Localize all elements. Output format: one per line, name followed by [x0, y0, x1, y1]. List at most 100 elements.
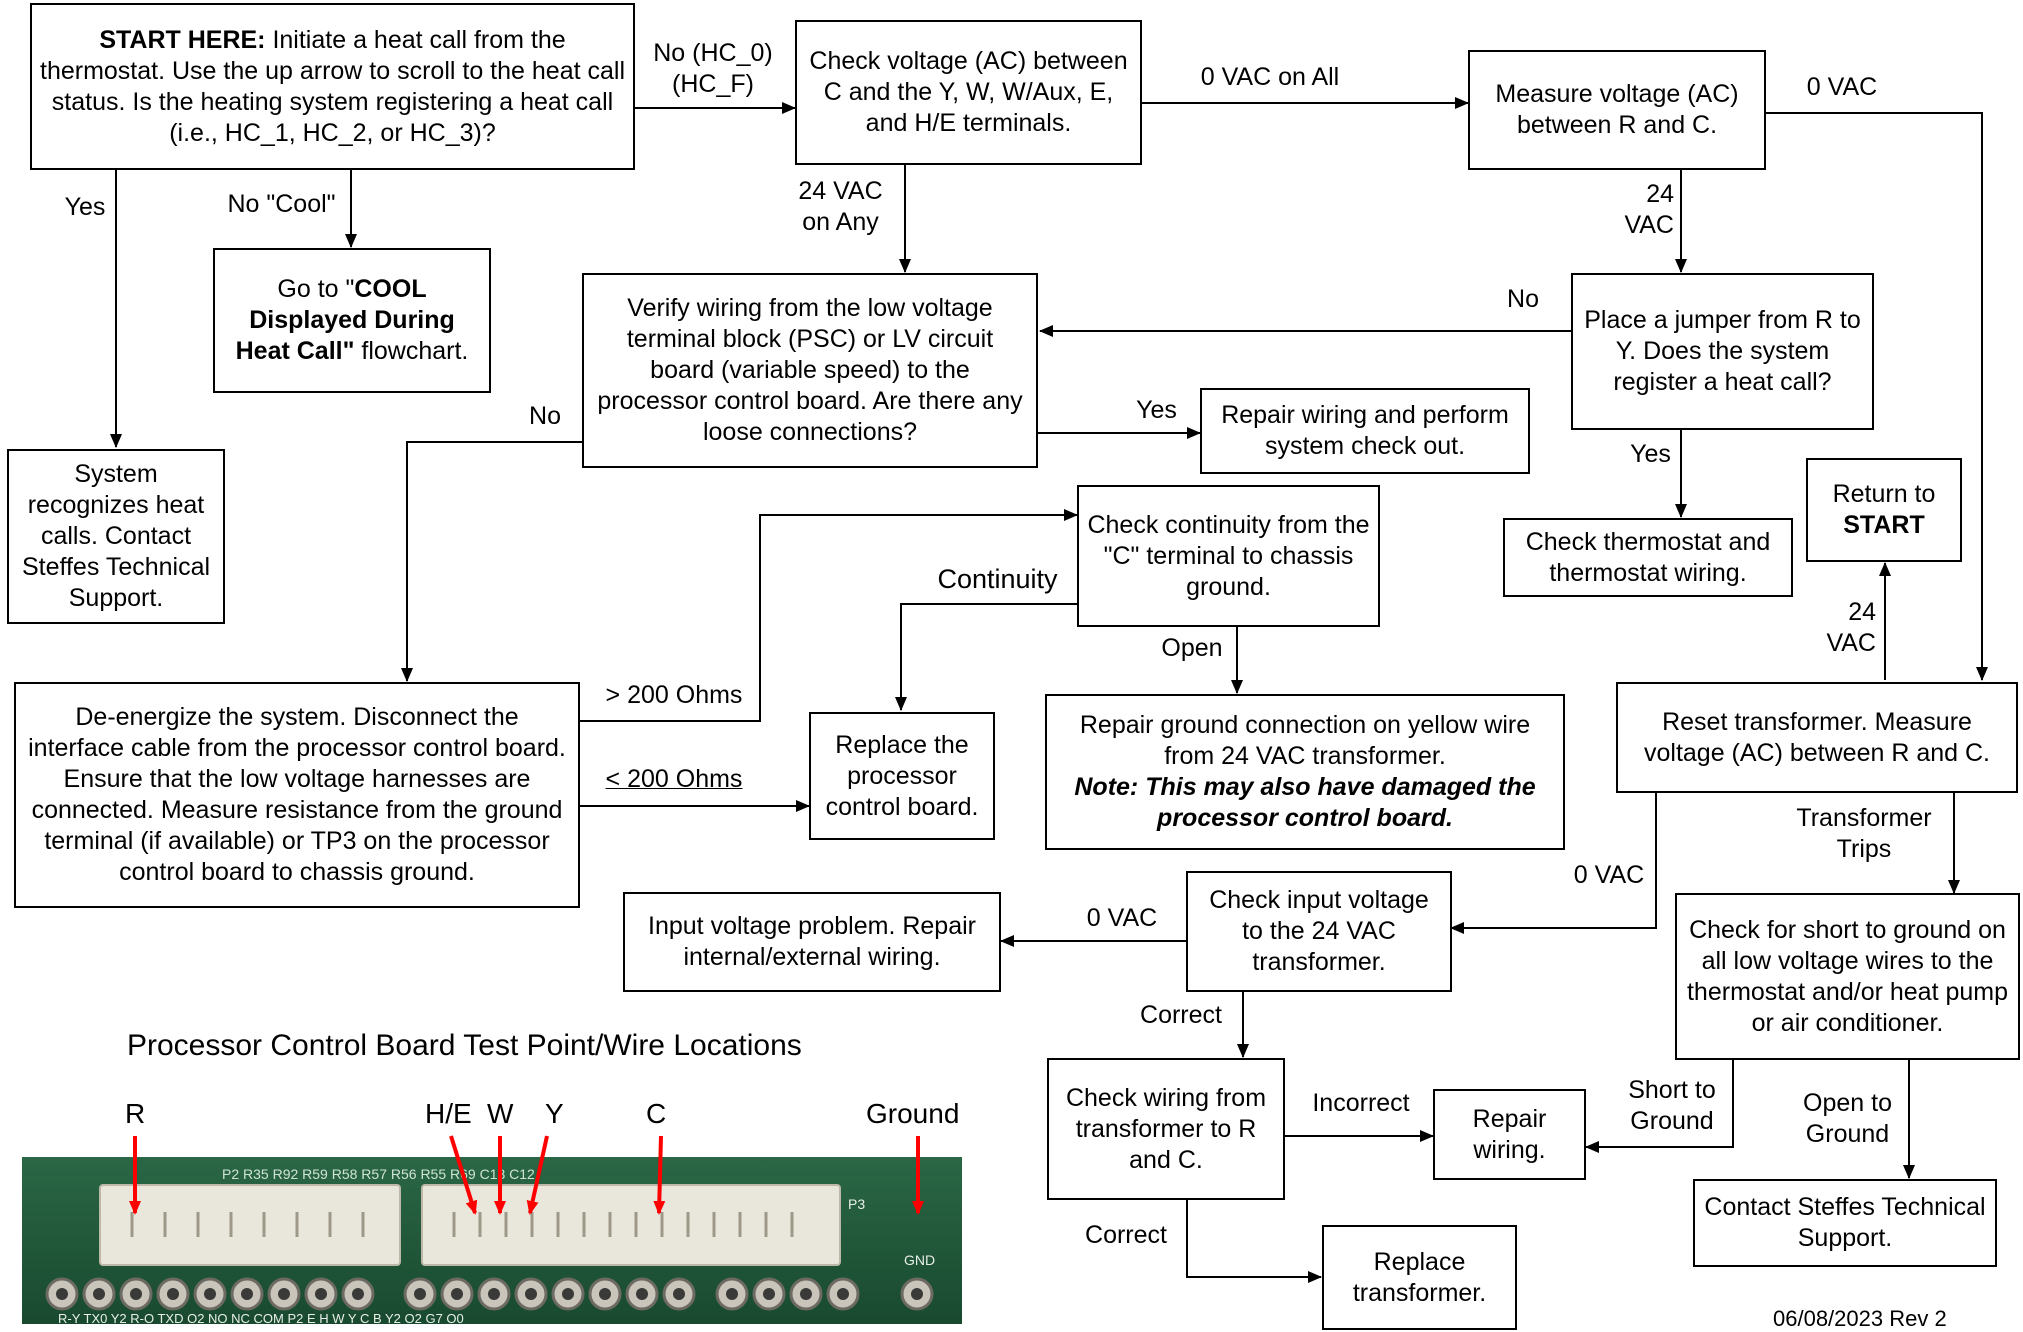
test-point-center	[451, 1288, 463, 1300]
pcb-label-y: Y	[545, 1098, 564, 1129]
check-voltage-text: Check voltage (AC) between C and the Y, …	[809, 47, 1128, 137]
test-point-center	[414, 1288, 426, 1300]
check-short-text: Check for short to ground on all low vol…	[1686, 915, 2009, 1037]
reset-transformer-box: Reset transformer. Measure voltage (AC) …	[1616, 682, 2018, 793]
check-wiring-transformer-text: Check wiring from transformer to R and C…	[1065, 1083, 1267, 1174]
start-text: Initiate a heat call from the thermostat…	[40, 25, 625, 147]
contact-support-box: Contact Steffes Technical Support.	[1693, 1179, 1997, 1267]
repair-wiring-checkout-text: Repair wiring and perform system check o…	[1221, 401, 1509, 460]
test-point-center	[636, 1288, 648, 1300]
arrow-gt200	[580, 509, 1078, 722]
label-no-jumper: No	[1507, 285, 1539, 313]
test-point-center	[800, 1288, 812, 1300]
test-point-center	[599, 1288, 611, 1300]
replace-transformer-text: Replace transformer.	[1352, 1247, 1487, 1307]
pcb-title: Processor Control Board Test Point/Wire …	[127, 1029, 802, 1062]
continuity-text: Check continuity from the "C" terminal t…	[1087, 510, 1370, 601]
label-0vac-input: 0 VAC	[1086, 904, 1158, 932]
goto-cool-post: flowchart.	[354, 337, 469, 365]
test-point-center	[130, 1288, 142, 1300]
test-point-center	[562, 1288, 574, 1300]
jumper-text: Place a jumper from R to Y. Does the sys…	[1584, 306, 1861, 396]
connector-p3	[421, 1184, 841, 1266]
system-recognizes-box: System recognizes heat calls. Contact St…	[7, 449, 225, 624]
label-24vac-b: 24 VAC	[1826, 598, 1876, 657]
goto-cool-bold: COOL Displayed During Heat Call"	[235, 275, 455, 365]
label-incorrect: Incorrect	[1312, 1089, 1410, 1117]
test-point-center	[673, 1288, 685, 1300]
label-24vac-a: 24 VAC	[1624, 180, 1674, 239]
return-start-bold: START	[1843, 511, 1925, 539]
verify-wiring-text: Verify wiring from the low voltage termi…	[597, 294, 1023, 446]
label-24vac-any: 24 VAC on Any	[798, 177, 883, 236]
continuity-box: Check continuity from the "C" terminal t…	[1077, 485, 1380, 627]
check-thermostat-box: Check thermostat and thermostat wiring.	[1503, 518, 1793, 597]
label-yes-left: Yes	[64, 193, 106, 221]
pcb-silk-p3: P3	[848, 1196, 865, 1212]
label-no-verify: No	[529, 402, 561, 430]
pcb-label-ground: Ground	[866, 1098, 960, 1129]
label-le200: < 200 Ohms	[605, 765, 743, 793]
label-continuity: Continuity	[937, 564, 1058, 594]
goto-cool-pre: Go to "	[277, 275, 355, 303]
test-point-center	[241, 1288, 253, 1300]
test-point-center	[278, 1288, 290, 1300]
arrow-correct-replace	[1186, 1200, 1322, 1283]
pcb-label-r: R	[125, 1098, 146, 1129]
arrow-short-ground	[1585, 1060, 1734, 1153]
arrow-measure-0vac	[1766, 112, 1988, 681]
de-energize-box: De-energize the system. Disconnect the i…	[14, 682, 580, 908]
check-wiring-transformer-box: Check wiring from transformer to R and C…	[1047, 1058, 1285, 1200]
de-energize-text: De-energize the system. Disconnect the i…	[28, 703, 566, 886]
replace-board-box: Replace the processor control board.	[809, 712, 995, 840]
connector-p2	[99, 1184, 401, 1266]
revision-stamp: 06/08/2023 Rev 2	[1773, 1306, 1947, 1331]
reset-transformer-text: Reset transformer. Measure voltage (AC) …	[1643, 707, 1990, 767]
test-point-center	[911, 1288, 923, 1300]
label-transformer-trips: Transformer Trips	[1796, 804, 1932, 863]
label-no-hc: No (HC_0) (HC_F)	[653, 39, 773, 98]
repair-ground-text: Repair ground connection on yellow wire …	[1079, 711, 1531, 770]
contact-support-text: Contact Steffes Technical Support.	[1704, 1193, 1986, 1252]
label-open-ground: Open to Ground	[1803, 1089, 1892, 1148]
label-short-ground: Short to Ground	[1628, 1076, 1716, 1135]
input-problem-box: Input voltage problem. Repair internal/e…	[623, 892, 1001, 992]
measure-rc-text: Measure voltage (AC) between R and C.	[1495, 80, 1739, 139]
label-yes-jumper: Yes	[1630, 440, 1671, 468]
test-point-center	[204, 1288, 216, 1300]
pcb-label-he: H/E	[425, 1098, 472, 1129]
test-point-center	[315, 1288, 327, 1300]
check-thermostat-text: Check thermostat and thermostat wiring.	[1525, 527, 1771, 587]
label-correct-b: Correct	[1085, 1221, 1167, 1249]
check-input-text: Check input voltage to the 24 VAC transf…	[1209, 886, 1429, 976]
arrow-reset-0vac	[1450, 793, 1657, 934]
verify-wiring-box: Verify wiring from the low voltage termi…	[582, 273, 1038, 468]
label-open: Open	[1161, 634, 1223, 662]
repair-ground-box: Repair ground connection on yellow wire …	[1045, 694, 1565, 850]
arrow-continuity	[895, 603, 1077, 711]
pointer-y	[526, 1135, 549, 1215]
pcb-silk-top: P2 R35 R92 R59 R58 R57 R56 R55 R69 C13 C…	[222, 1166, 535, 1182]
test-point-center	[93, 1288, 105, 1300]
repair-wiring-checkout-box: Repair wiring and perform system check o…	[1200, 388, 1530, 474]
label-yes-verify: Yes	[1136, 396, 1177, 424]
test-point-center	[352, 1288, 364, 1300]
repair-wiring-text: Repair wiring.	[1472, 1104, 1547, 1164]
pointer-he	[449, 1135, 478, 1215]
check-short-box: Check for short to ground on all low vol…	[1675, 893, 2020, 1060]
start-box: START HERE: Initiate a heat call from th…	[30, 3, 635, 170]
label-0vac-reset: 0 VAC	[1573, 861, 1645, 889]
pcb-label-w: W	[487, 1098, 514, 1129]
pointer-c	[653, 1135, 666, 1215]
pcb-silk-bottom: R-Y TX0 Y2 R-O TXD O2 NO NC COM P2 E H W…	[58, 1311, 464, 1324]
test-point-center	[525, 1288, 537, 1300]
repair-wiring-box: Repair wiring.	[1433, 1089, 1586, 1180]
arrow-verify-no	[401, 441, 582, 682]
check-voltage-box: Check voltage (AC) between C and the Y, …	[795, 20, 1142, 165]
system-recognizes-text: System recognizes heat calls. Contact St…	[21, 460, 211, 612]
test-point-center	[726, 1288, 738, 1300]
test-point-center	[167, 1288, 179, 1300]
repair-ground-note: Note: This may also have damaged the pro…	[1074, 773, 1536, 832]
